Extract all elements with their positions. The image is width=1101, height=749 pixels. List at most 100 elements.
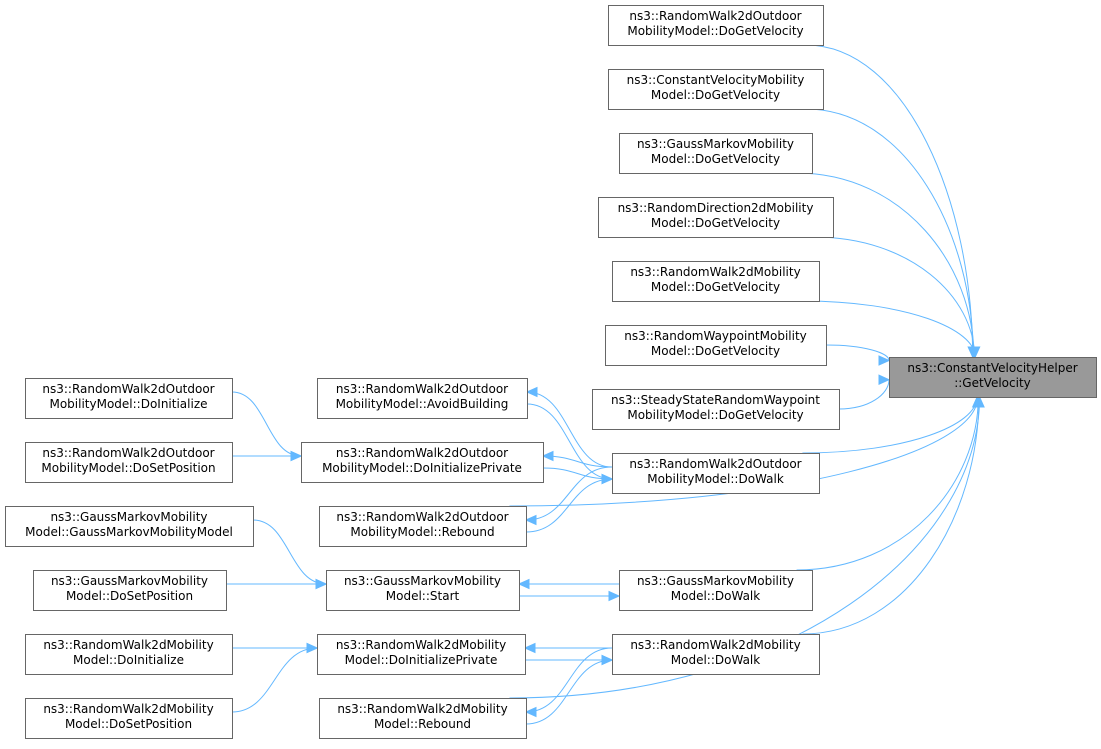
arrow-head [517, 578, 530, 590]
caller-node[interactable]: ns3::ConstantVelocityMobilityModel::DoGe… [608, 69, 824, 110]
caller-node[interactable]: ns3::RandomWalk2dOutdoorMobilityModel::D… [25, 442, 233, 483]
arrow-head [969, 346, 981, 359]
node-label-line: ns3::RandomWalk2dOutdoor [42, 446, 214, 460]
node-box [317, 378, 528, 419]
node-box [319, 698, 527, 739]
arrow-head [974, 395, 985, 408]
node-label-line: Model::DoWalk [671, 589, 760, 603]
node-label-line: ns3::RandomWalk2dMobility [630, 265, 800, 279]
node-label-line: MobilityModel::DoGetVelocity [627, 24, 803, 38]
call-edge [838, 379, 890, 410]
node-box [33, 570, 227, 611]
caller-node[interactable]: ns3::GaussMarkovMobilityModel::DoSetPosi… [33, 570, 227, 611]
call-edge [805, 108, 974, 358]
node-label-line: ns3::GaussMarkovMobility [344, 574, 501, 588]
node-label-line: ns3::RandomWalk2dOutdoor [629, 457, 801, 471]
node-label-line: Model::Start [386, 589, 460, 603]
node-box [608, 69, 824, 110]
caller-node[interactable]: ns3::RandomWalk2dMobilityModel::DoGetVel… [612, 261, 820, 302]
node-label-line: Model::DoGetVelocity [651, 280, 780, 294]
caller-node[interactable]: ns3::SteadyStateRandomWaypointMobilityMo… [592, 389, 840, 430]
edge-layer [226, 44, 985, 725]
node-box [598, 197, 834, 238]
call-edge [796, 396, 979, 571]
node-label-line: MobilityModel::AvoidBuilding [336, 397, 509, 411]
node-label-line: ns3::RandomWalk2dOutdoor [42, 382, 214, 396]
node-box [605, 325, 827, 366]
caller-node[interactable]: ns3::RandomWalk2dMobilityModel::DoInitia… [317, 634, 526, 675]
caller-node[interactable]: ns3::RandomWalk2dOutdoorMobilityModel::A… [317, 378, 528, 419]
call-edge [509, 396, 979, 507]
node-box [619, 570, 813, 611]
call-edge [802, 300, 976, 358]
arrow-head [878, 374, 891, 385]
node-label-line: ns3::ConstantVelocityMobility [627, 73, 805, 87]
node-label-line: Model::DoGetVelocity [651, 88, 780, 102]
node-box [612, 261, 820, 302]
caller-node[interactable]: ns3::RandomWalk2dMobilityModel::DoInitia… [25, 634, 233, 675]
caller-node[interactable]: ns3::GaussMarkovMobilityModel::Start [326, 570, 520, 611]
caller-node[interactable]: ns3::RandomWalk2dMobilityModel::DoSetPos… [25, 698, 233, 739]
call-edge [805, 44, 974, 358]
node-box [25, 378, 233, 419]
caller-node[interactable]: ns3::RandomWalk2dOutdoorMobilityModel::D… [301, 442, 544, 483]
arrow-head [523, 642, 536, 654]
node-box [592, 389, 840, 430]
node-label-line: ns3::RandomWalk2dMobility [337, 702, 507, 716]
node-label-line: ns3::RandomWaypointMobility [624, 329, 807, 343]
node-label-line: Model::DoInitializePrivate [345, 653, 498, 667]
node-label-line: ns3::RandomDirection2dMobility [618, 201, 814, 215]
arrow-head [524, 706, 537, 718]
arrow-head [541, 450, 554, 462]
node-box [889, 357, 1097, 398]
node-label-line: Model::GaussMarkovMobilityModel [25, 525, 233, 539]
caller-node[interactable]: ns3::RandomWaypointMobilityModel::DoGetV… [605, 325, 827, 366]
caller-node[interactable]: ns3::RandomDirection2dMobilityModel::DoG… [598, 197, 834, 238]
call-edge [525, 478, 613, 533]
node-label-line: ns3::RandomWalk2dOutdoor [336, 446, 508, 460]
node-layer: ns3::ConstantVelocityHelper::GetVelocity… [5, 5, 1097, 739]
arrow-head [608, 590, 621, 602]
caller-node[interactable]: ns3::GaussMarkovMobilityModel::GaussMark… [5, 506, 254, 547]
node-box [619, 133, 813, 174]
caller-node[interactable]: ns3::GaussMarkovMobilityModel::DoGetVelo… [619, 133, 813, 174]
call-edge [509, 396, 981, 699]
node-label-line: MobilityModel::DoInitializePrivate [322, 461, 522, 475]
arrow-head [525, 386, 538, 398]
node-label-line: MobilityModel::DoSetPosition [41, 461, 215, 475]
node-box [25, 698, 233, 739]
node-label-line: ns3::GaussMarkovMobility [637, 137, 794, 151]
call-edge [525, 659, 613, 725]
caller-node[interactable]: ns3::RandomWalk2dOutdoorMobilityModel::D… [25, 378, 233, 419]
node-label-line: Model::DoGetVelocity [651, 344, 780, 358]
node-label-line: ns3::ConstantVelocityHelper [907, 361, 1077, 375]
node-label-line: ns3::RandomWalk2dMobility [43, 702, 213, 716]
node-label-line: MobilityModel::DoGetVelocity [627, 408, 803, 422]
caller-node[interactable]: ns3::RandomWalk2dOutdoorMobilityModel::D… [612, 453, 820, 494]
node-label-line: ns3::RandomWalk2dOutdoor [336, 382, 508, 396]
caller-node[interactable]: ns3::GaussMarkovMobilityModel::DoWalk [619, 570, 813, 611]
node-label-line: MobilityModel::DoInitialize [49, 397, 207, 411]
call-edge [252, 519, 327, 585]
node-label-line: MobilityModel::DoWalk [647, 472, 784, 486]
call-edge [525, 647, 613, 713]
arrow-head [601, 654, 614, 666]
node-label-line: Model::DoWalk [671, 653, 760, 667]
call-edge [231, 391, 302, 457]
node-box [25, 634, 233, 675]
caller-node[interactable]: ns3::RandomWalk2dOutdoorMobilityModel::D… [608, 5, 824, 46]
call-edge [526, 391, 613, 468]
call-edge [796, 172, 975, 358]
node-label-line: ns3::GaussMarkovMobility [51, 574, 208, 588]
target-node[interactable]: ns3::ConstantVelocityHelper::GetVelocity [889, 357, 1097, 398]
call-edge [802, 396, 980, 635]
node-label-line: ns3::RandomWalk2dOutdoor [629, 9, 801, 23]
arrow-head [524, 514, 537, 526]
node-box [301, 442, 544, 483]
caller-node[interactable]: ns3::RandomWalk2dOutdoorMobilityModel::R… [319, 506, 527, 547]
call-edge [814, 236, 976, 358]
node-box [25, 442, 233, 483]
arrow-head [878, 355, 891, 366]
